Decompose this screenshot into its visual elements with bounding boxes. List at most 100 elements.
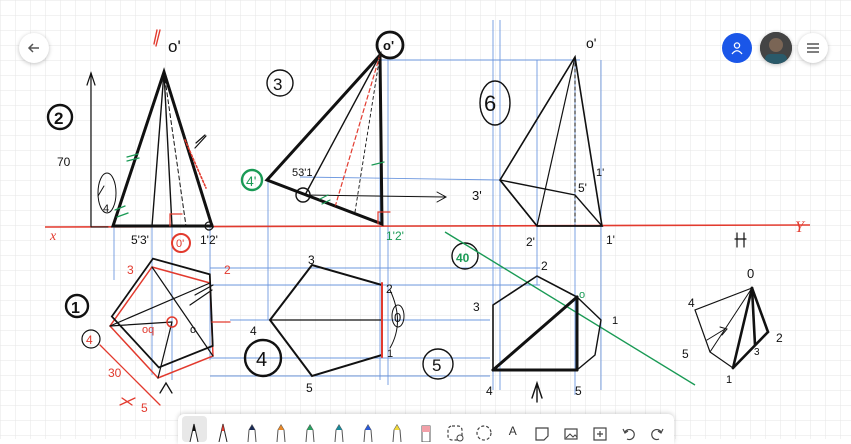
label-1-prime-side: 1' [596, 167, 604, 179]
undo-button[interactable] [616, 416, 641, 442]
label-30: 30 [108, 366, 122, 380]
label-1-prime: 1' [606, 233, 615, 247]
sticky-note-tool[interactable] [529, 416, 554, 442]
plan-label-3: 3 [127, 263, 134, 277]
marker-icon [247, 424, 257, 442]
user-icon [731, 42, 743, 55]
pyramid-front-view-2 [46, 29, 215, 253]
label-1-2-prime: 1'2' [200, 233, 218, 247]
marker-icon [276, 424, 286, 442]
label-o1-top: o' [168, 37, 181, 56]
label-3-prime: 3' [472, 188, 482, 203]
y-axis-label: Y [795, 219, 806, 236]
circle-shape-icon [476, 425, 492, 441]
label-40: 40 [456, 251, 470, 265]
right-label-1: 1 [612, 315, 618, 327]
plan-label-2: 2 [224, 263, 231, 277]
auxiliary-line-green [444, 231, 696, 386]
menu-button[interactable] [798, 33, 828, 63]
label-drawing-5: 5 [432, 356, 441, 375]
mid-label-5: 5 [306, 381, 313, 395]
marker-icon [334, 424, 344, 442]
mid-label-o: 0 [394, 310, 401, 325]
marker-orange-tool[interactable] [269, 416, 294, 442]
pen-red-tool[interactable] [211, 416, 236, 442]
label-5-prime: 5' [578, 181, 587, 195]
eraser-icon [421, 425, 431, 442]
add-tool[interactable] [587, 416, 612, 442]
pyramid-tilted-3 [240, 30, 448, 227]
marker-green-tool[interactable] [298, 416, 323, 442]
avatar-image [760, 32, 792, 64]
label-1-2-green: 1'2' [386, 229, 404, 243]
redo-button[interactable] [645, 416, 670, 442]
label-drawing-6: 6 [484, 91, 496, 116]
hamburger-menu-icon [807, 43, 819, 53]
lasso-tool[interactable] [442, 416, 467, 442]
arrow-left-icon [27, 43, 39, 53]
eraser-tool[interactable] [414, 416, 439, 442]
label-drawing-4: 4 [256, 349, 267, 371]
back-button[interactable] [19, 33, 49, 63]
shape-tool[interactable] [471, 416, 496, 442]
iso-label-5: 5 [682, 347, 689, 361]
label-5-3-1: 53'1 [292, 167, 312, 179]
mid-label-1: 1 [387, 348, 393, 360]
pyramid-side-view-6 [451, 54, 604, 270]
label-drawing-1: 1 [71, 300, 80, 317]
isometric-pyramid [694, 232, 770, 370]
right-label-4: 4 [486, 384, 493, 398]
rhombus-plan-4 [243, 263, 405, 378]
label-o-red: 0' [176, 238, 184, 250]
plus-box-icon [592, 427, 607, 441]
iso-label-2: 2 [776, 331, 783, 345]
participants-button[interactable] [722, 33, 752, 63]
pen-icon [189, 423, 199, 442]
plan-label-o: o [190, 324, 196, 336]
image-tool[interactable] [558, 416, 583, 442]
pen-icon [218, 423, 228, 442]
highlighter-tool[interactable] [385, 416, 410, 442]
mid-label-4: 4 [250, 324, 257, 338]
image-icon [564, 428, 578, 440]
label-5-3-prime: 5'3' [131, 233, 149, 247]
pentagon-plan-1 [64, 257, 231, 406]
undo-icon [621, 428, 635, 441]
plan-label-4: 4 [86, 333, 93, 347]
user-avatar[interactable] [760, 32, 792, 64]
plan-label-oq: oq [142, 324, 154, 336]
mid-label-2: 2 [386, 282, 393, 296]
label-5-red: 5 [141, 401, 148, 415]
mid-label-3: 3 [308, 253, 315, 267]
iso-label-3: 3 [754, 347, 760, 358]
label-2-prime: 2' [526, 235, 535, 249]
right-label-3: 3 [473, 300, 480, 314]
highlighter-icon [392, 424, 402, 442]
right-label-5: 5 [575, 384, 582, 398]
redo-icon [651, 428, 665, 441]
label-o1-circled: o' [383, 38, 394, 53]
drawing-toolbar: A [178, 414, 674, 444]
label-drawing-3: 3 [273, 75, 282, 94]
label-4-green: 4' [246, 173, 256, 189]
iso-label-4: 4 [688, 296, 695, 310]
right-label-2: 2 [541, 259, 548, 273]
marker-icon [305, 424, 315, 442]
label-70: 70 [57, 155, 71, 169]
marker-black-tool[interactable] [240, 416, 265, 442]
lasso-icon [447, 425, 464, 442]
iso-label-o: 0 [747, 266, 754, 281]
marker-icon [363, 424, 373, 442]
label-drawing-2: 2 [54, 109, 63, 128]
right-label-o: o [579, 289, 585, 301]
pen-black-tool[interactable] [182, 416, 207, 442]
marker-blue-tool[interactable] [356, 416, 381, 442]
pentagon-plan-5 [422, 275, 602, 403]
x-axis-label: x [49, 229, 57, 244]
sticky-note-icon [535, 427, 549, 441]
marker-teal-tool[interactable] [327, 416, 352, 442]
text-tool[interactable]: A [500, 416, 525, 442]
label-o-prime-right: o' [586, 35, 596, 51]
